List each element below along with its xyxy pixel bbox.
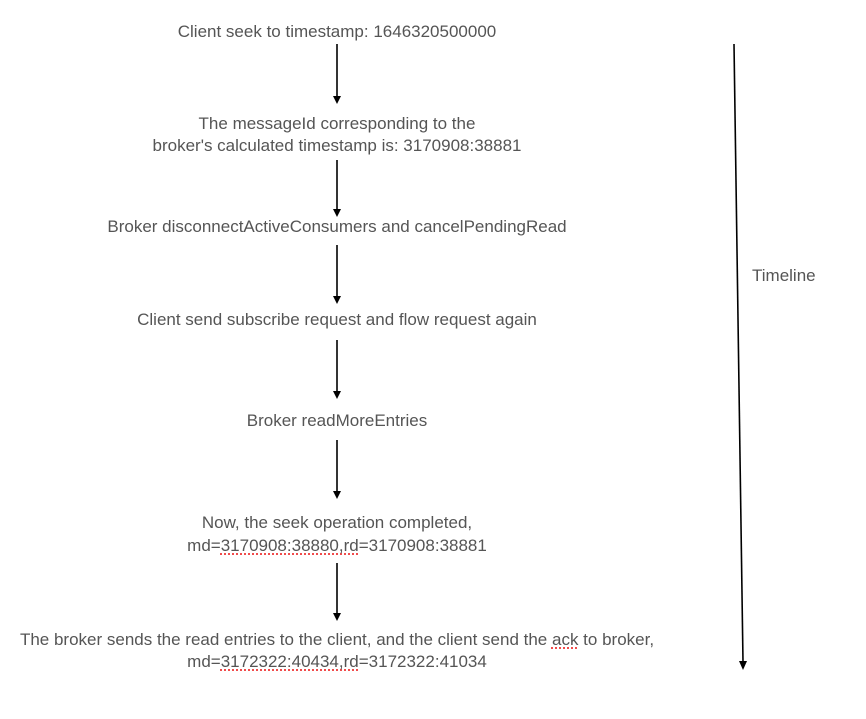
step-messageid-line-1: The messageId corresponding to the [198, 114, 476, 133]
timeline-label: Timeline [752, 266, 816, 285]
step-seek-completed-line-1: Now, the seek operation completed, [201, 513, 473, 532]
rd-value: =3172322:41034 [358, 652, 487, 671]
timeline-line [733, 43, 744, 663]
send-ack-tail: to broker, [578, 630, 655, 649]
arrowhead-1 [333, 96, 341, 104]
timeline-arrowhead [739, 661, 747, 670]
arrowhead-5 [333, 491, 341, 499]
step-send-ack-line-1: The broker sends the read entries to the… [0, 629, 674, 651]
step-messageid-line-2: broker's calculated timestamp is: 317090… [152, 136, 522, 155]
step-disconnect-consumers: Broker disconnectActiveConsumers and can… [107, 217, 567, 236]
send-ack-text: The broker sends the read entries to the… [19, 630, 552, 649]
step-seek-completed-line-2: md=3170908:38880,rd=3170908:38881 [0, 535, 674, 557]
spellcheck-segment: 3170908:38880,rd [220, 536, 359, 555]
step-subscribe-flow: Client send subscribe request and flow r… [137, 310, 537, 329]
arrowhead-6 [333, 613, 341, 621]
step-read-more-entries: Broker readMoreEntries [246, 411, 428, 430]
md-label: md= [187, 536, 221, 555]
arrowhead-2 [333, 209, 341, 217]
md-label: md= [187, 652, 221, 671]
arrowhead-3 [333, 296, 341, 304]
spellcheck-ack: ack [551, 630, 579, 649]
step-send-ack-line-2: md=3172322:40434,rd=3172322:41034 [0, 651, 674, 673]
arrowhead-4 [333, 391, 341, 399]
step-seek-timestamp: Client seek to timestamp: 1646320500000 [177, 22, 497, 41]
spellcheck-segment: 3172322:40434,rd [220, 652, 359, 671]
rd-value: =3170908:38881 [358, 536, 487, 555]
